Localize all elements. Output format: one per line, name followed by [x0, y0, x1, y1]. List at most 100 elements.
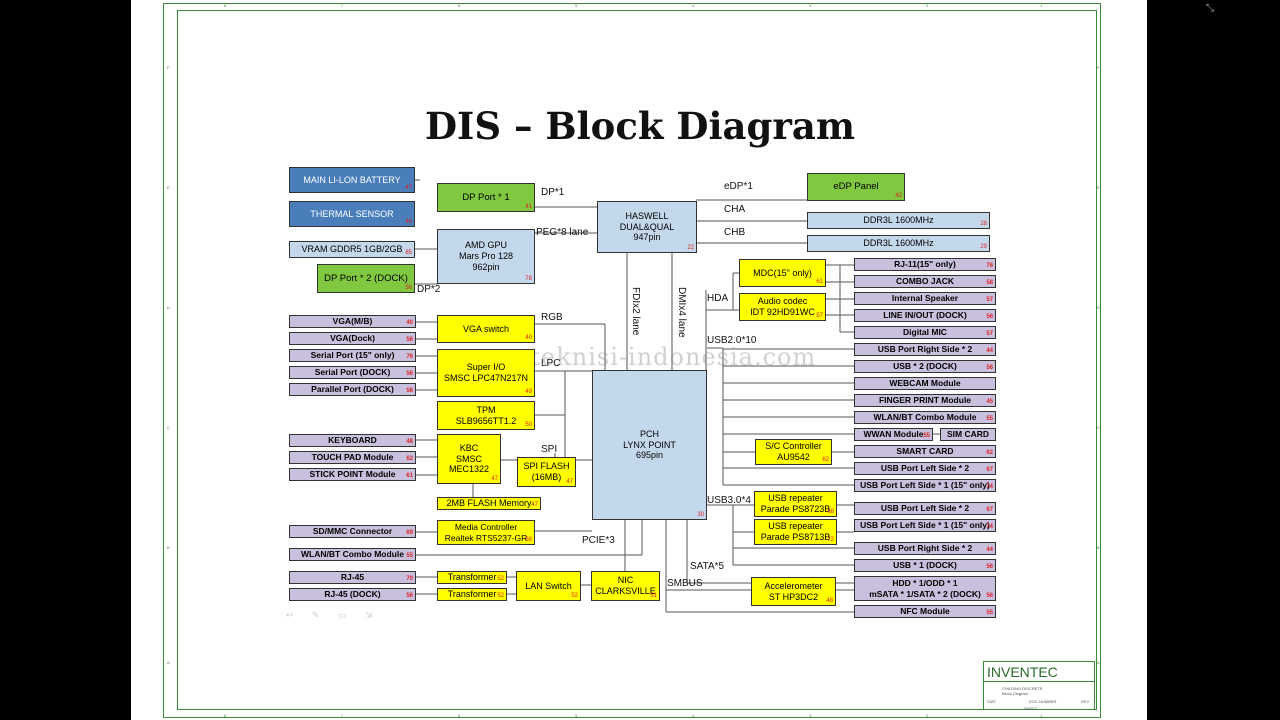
sheet-border-outer [163, 3, 1101, 718]
row-tick: C [167, 425, 170, 430]
column-tick: 7 [341, 713, 344, 718]
column-tick: 2 [926, 713, 929, 718]
vga-dock-block: VGA(Dock)56 [289, 332, 416, 345]
sim-card-block: SIM CARD [940, 428, 996, 441]
rev-label: REV [1081, 699, 1090, 704]
expand-icon[interactable]: ⤡ [1206, 3, 1214, 14]
wire-label-peg: PEG*8 lane [536, 227, 589, 238]
column-tick: 6 [458, 713, 461, 718]
sheet-border-inner [177, 10, 1097, 710]
wire-label-fdi: FDIx2 lane [630, 287, 641, 336]
wire-label-hda: HDA [707, 293, 729, 304]
column-tick: 1 [1040, 3, 1043, 8]
row-tick: E [1097, 185, 1100, 190]
column-tick: 8 [224, 3, 227, 8]
slide-controls[interactable]: ↩ ✎ ▭ ⇲ [286, 610, 381, 620]
rj45-dock-block: RJ-45 (DOCK)56 [289, 588, 416, 601]
wire-label-dmi: DMIx4 lane [676, 287, 687, 338]
wire-label-lpc: LPC [541, 358, 561, 369]
wire-label-dp2: DP*2 [417, 284, 441, 295]
row-tick: D [167, 305, 170, 310]
rj11-block: RJ-11(15" only)76 [854, 258, 996, 271]
row-tick: B [167, 545, 170, 550]
serial-port-dock-block: Serial Port (DOCK)56 [289, 366, 416, 379]
column-tick: 4 [692, 713, 695, 718]
usb-left-1a-block: USB Port Left Side * 1 (15" only)74 [854, 479, 996, 492]
row-tick: F [1097, 65, 1100, 70]
row-tick: D [1097, 305, 1100, 310]
webcam-block: WEBCAM Module [854, 377, 996, 390]
page-title: DIS – Block Diagram [424, 104, 856, 148]
row-tick: E [167, 185, 170, 190]
column-tick: 8 [224, 713, 227, 718]
line-in-out-block: LINE IN/OUT (DOCK)56 [854, 309, 996, 322]
row-tick: B [1097, 545, 1100, 550]
parallel-port-dock-block: Parallel Port (DOCK)56 [289, 383, 416, 396]
column-tick: 5 [575, 713, 578, 718]
wire-label-usb3: USB3.0*4 [707, 495, 751, 506]
doc-number-label: DOC.NUMBER [1029, 699, 1057, 704]
wire-label-sata: SATA*5 [690, 561, 725, 572]
title-block-divider [984, 681, 1094, 682]
wire-label-dp1: DP*1 [541, 187, 565, 198]
wire-label-usb2: USB2.0*10 [707, 335, 757, 346]
column-tick: 3 [809, 713, 812, 718]
column-tick: 4 [692, 3, 695, 8]
wire-label-spi: SPI [541, 444, 558, 455]
size-label: SIZE [987, 699, 996, 704]
spi-flash-block: SPI FLASH (16MB)47 [517, 457, 576, 487]
company-name: INVENTEC [987, 664, 1058, 680]
wire-label-chb: CHB [724, 227, 746, 238]
wire-label-rgb: RGB [541, 312, 563, 323]
row-tick: C [1097, 425, 1100, 430]
row-tick: F [167, 65, 170, 70]
wire-label-smbus: SMBUS [667, 578, 703, 589]
vga-mb-block: VGA(M/B)40 [289, 315, 416, 328]
column-tick: 7 [341, 3, 344, 8]
usb-1-dock-block: USB * 1 (DOCK)56 [854, 559, 996, 572]
wire-label-edp: eDP*1 [724, 181, 753, 192]
row-tick: A [167, 660, 170, 665]
column-tick: 6 [458, 3, 461, 8]
project-name: CHILDING DISCRETE [1002, 686, 1043, 691]
column-tick: 5 [575, 3, 578, 8]
title-block: INVENTEC CHILDING DISCRETE Block Diagram… [983, 661, 1095, 711]
